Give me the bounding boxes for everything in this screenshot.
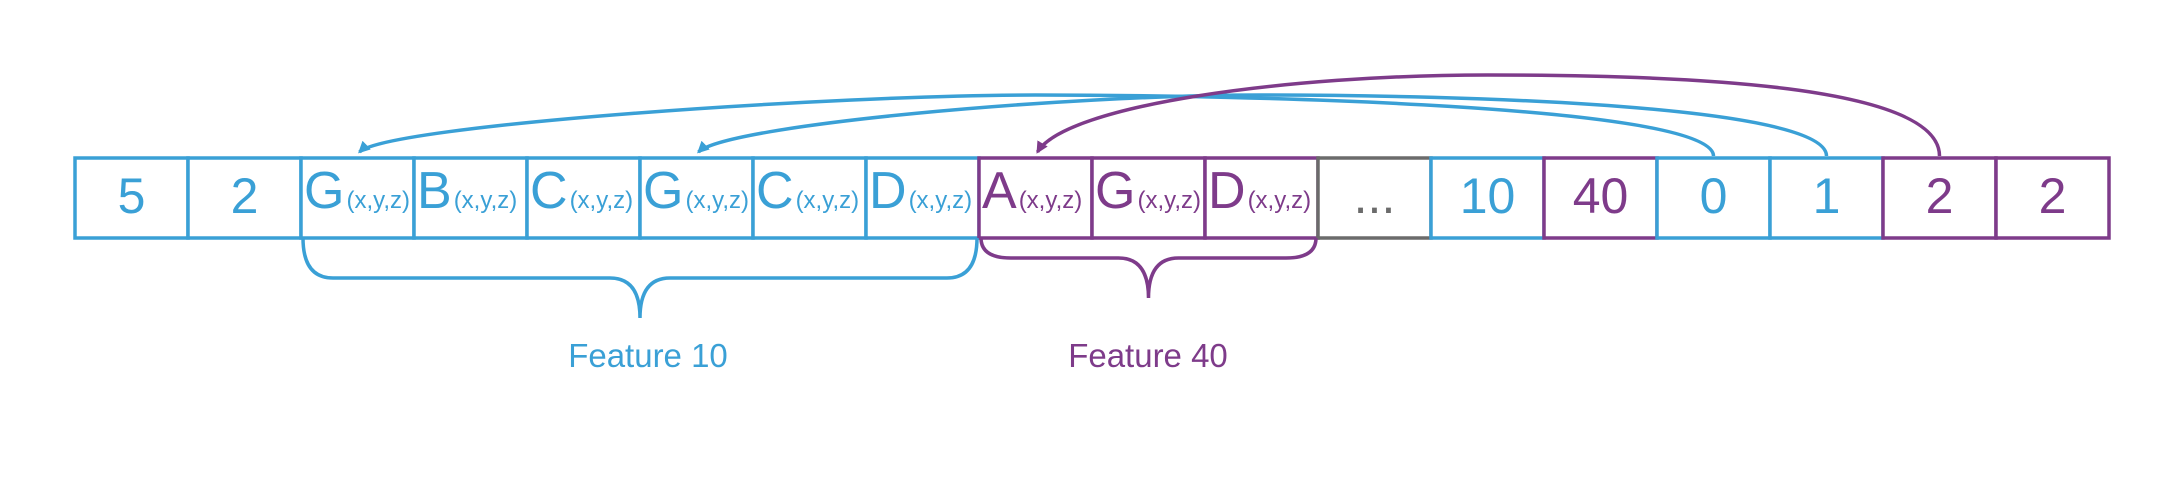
- sequence-cell: D(x,y,z): [1203, 156, 1320, 240]
- sequence-cell: 5: [73, 156, 190, 240]
- cell-label: D(x,y,z): [1208, 162, 1311, 220]
- pointer-arrow: [358, 93, 1716, 157]
- cell-box: [1090, 156, 1207, 240]
- sequence-cell: C(x,y,z): [751, 156, 868, 240]
- cell-label: 40: [1573, 168, 1629, 224]
- sequence-cell: 2: [186, 156, 303, 240]
- cell-box: [412, 156, 529, 240]
- cell-label: 1: [1813, 168, 1841, 224]
- cell-box: [751, 156, 868, 240]
- cell-box: [1429, 156, 1546, 240]
- sequence-cell: 2: [1881, 156, 1998, 240]
- sequence-cell: 10: [1429, 156, 1546, 240]
- cell-label: B(x,y,z): [417, 162, 517, 220]
- sequence-cell: 40: [1542, 156, 1659, 240]
- sequence-cell: G(x,y,z): [638, 156, 755, 240]
- feature-label-10: Feature 10: [568, 337, 728, 374]
- pointer-arrow: [1035, 73, 1942, 157]
- cell-box: [1542, 156, 1659, 240]
- cell-box: [299, 156, 416, 240]
- cell-label: C(x,y,z): [530, 162, 633, 220]
- cell-label: A(x,y,z): [982, 162, 1082, 220]
- sequence-cell: 0: [1655, 156, 1772, 240]
- cell-box: [1881, 156, 1998, 240]
- cell-box: [977, 156, 1094, 240]
- sequence-cell: C(x,y,z): [525, 156, 642, 240]
- feature-label-40: Feature 40: [1068, 337, 1228, 374]
- sequence-cell: ...: [1316, 156, 1433, 240]
- sequence-cell: D(x,y,z): [864, 156, 981, 240]
- cell-box: [186, 156, 303, 240]
- sequence-cell: 1: [1768, 156, 1885, 240]
- cell-label: 0: [1700, 168, 1728, 224]
- cell-label: 5: [118, 168, 146, 224]
- feature-braces: [301, 237, 1318, 319]
- cell-label: ...: [1354, 168, 1396, 224]
- cell-box: [638, 156, 755, 240]
- cell-label: D(x,y,z): [869, 162, 972, 220]
- cell-label: 10: [1460, 168, 1516, 224]
- sequence-cell: G(x,y,z): [1090, 156, 1207, 240]
- sequence-cell: 2: [1994, 156, 2111, 240]
- pointer-arrows: [358, 73, 1942, 157]
- cell-label: G(x,y,z): [1095, 162, 1201, 220]
- feature-10-brace: [301, 237, 979, 319]
- sequence-cell: B(x,y,z): [412, 156, 529, 240]
- cell-box: [1316, 156, 1433, 240]
- sequence-cell: A(x,y,z): [977, 156, 1094, 240]
- cell-box: [1994, 156, 2111, 240]
- cell-label: 2: [1926, 168, 1954, 224]
- cell-label: 2: [231, 168, 259, 224]
- cell-label: C(x,y,z): [756, 162, 859, 220]
- pointer-arrow: [697, 93, 1829, 157]
- cell-box: [1203, 156, 1320, 240]
- cell-label: 2: [2039, 168, 2067, 224]
- cell-label: G(x,y,z): [643, 162, 749, 220]
- cell-box: [525, 156, 642, 240]
- sequence-cell: G(x,y,z): [299, 156, 416, 240]
- feature-40-brace: [979, 237, 1318, 299]
- cell-label: G(x,y,z): [304, 162, 410, 220]
